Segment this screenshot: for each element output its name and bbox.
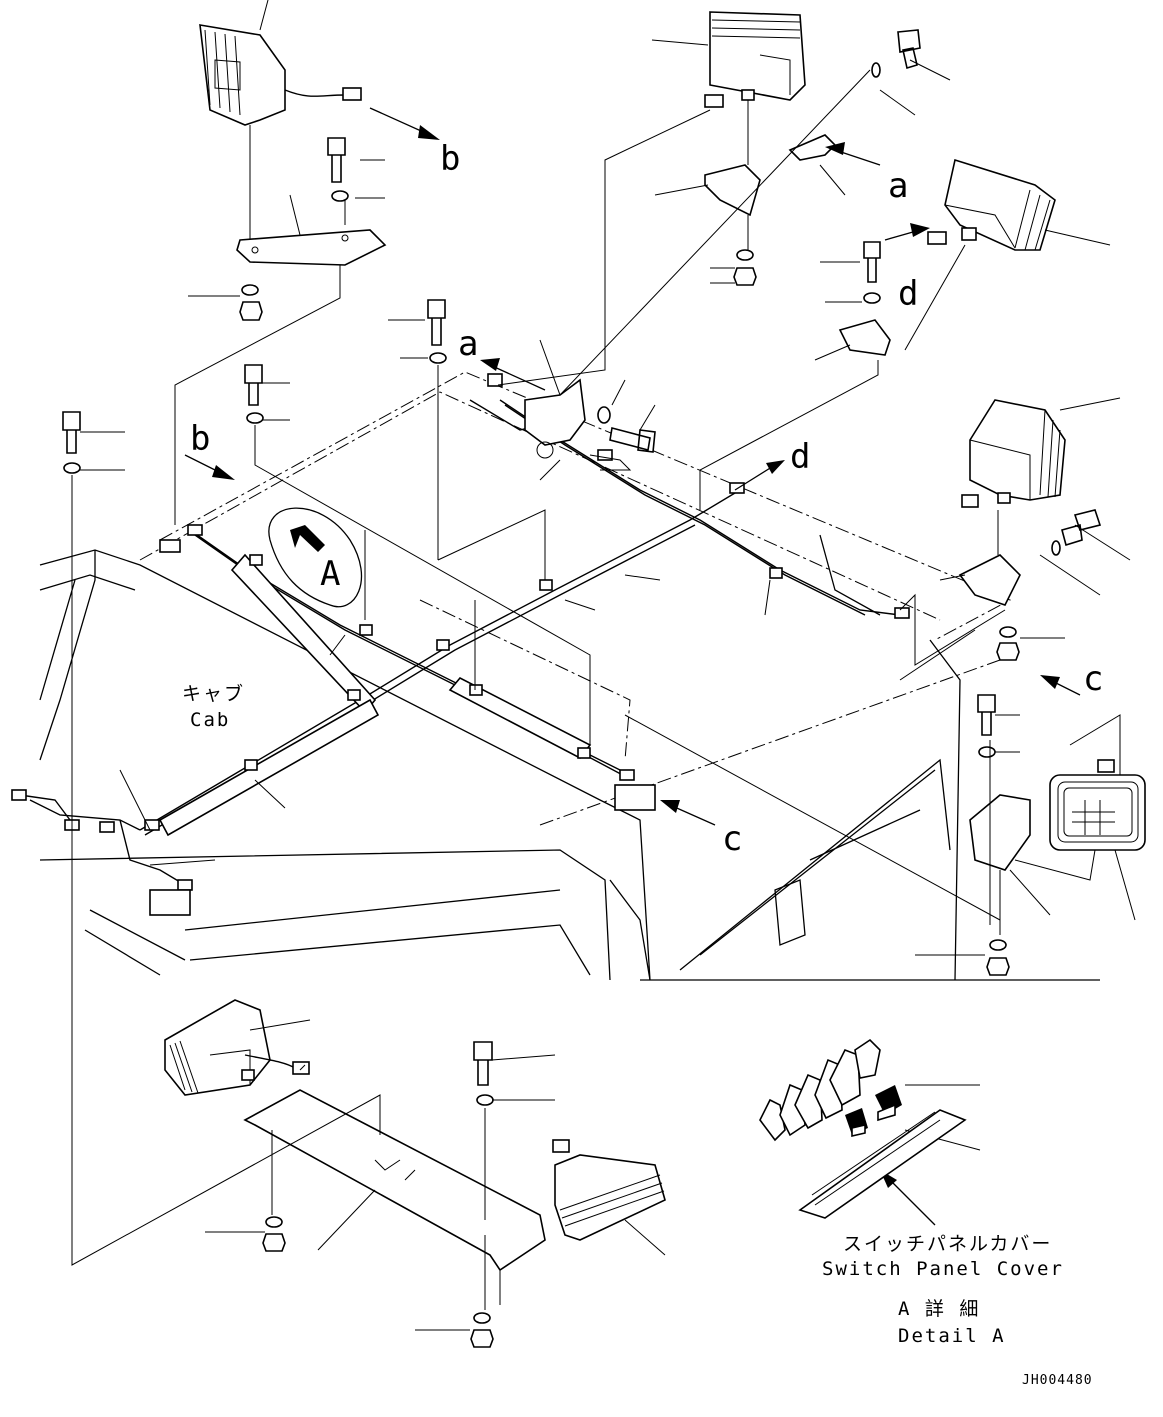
- wiring-harness: [11, 373, 910, 891]
- callout-d-right: d: [898, 274, 918, 314]
- work-lamp-right-upper: [927, 158, 1056, 251]
- switch-panel-detail: [759, 1038, 967, 1219]
- callout-labels: b a d a b d c c A: [190, 139, 1103, 859]
- view-a-label: A: [320, 554, 340, 594]
- work-lamp-bottom-left: [164, 999, 310, 1096]
- cab-outline: [39, 371, 1100, 981]
- fasteners: [62, 29, 1102, 1348]
- leader-lines: [71, 0, 1136, 1331]
- arrows: [184, 107, 1081, 1226]
- view-a-marker: [268, 507, 362, 608]
- callout-d-mid: d: [790, 437, 810, 477]
- callout-b-left: b: [190, 419, 210, 459]
- callout-b-top: b: [440, 139, 460, 179]
- switch-panel-cover-jp: スイッチパネルカバー: [843, 1233, 1052, 1255]
- cab-label-en: Cab: [190, 709, 230, 731]
- work-lamp-bottom-right: [552, 1139, 666, 1241]
- annotation-text: キャブ Cab スイッチパネルカバー Switch Panel Cover A …: [182, 682, 1093, 1388]
- callout-a-top: a: [888, 166, 908, 206]
- detail-a-en: Detail A: [898, 1325, 1006, 1347]
- cab-label-jp: キャブ: [182, 682, 245, 705]
- work-lamp-right-middle: [961, 399, 1066, 508]
- work-lamp-right-lower: [1049, 759, 1146, 851]
- brackets: [149, 134, 1031, 1272]
- work-lamp-top-left: [199, 24, 362, 126]
- callout-c-right: c: [1083, 659, 1103, 699]
- callout-a-mid: a: [458, 324, 478, 364]
- drawing-code: JH004480: [1022, 1373, 1093, 1388]
- detail-a-jp: A 詳 細: [898, 1298, 980, 1320]
- switch-panel-cover-en: Switch Panel Cover: [822, 1258, 1064, 1280]
- callout-c-bottom: c: [722, 819, 742, 859]
- work-lamp-top-center: [704, 11, 806, 108]
